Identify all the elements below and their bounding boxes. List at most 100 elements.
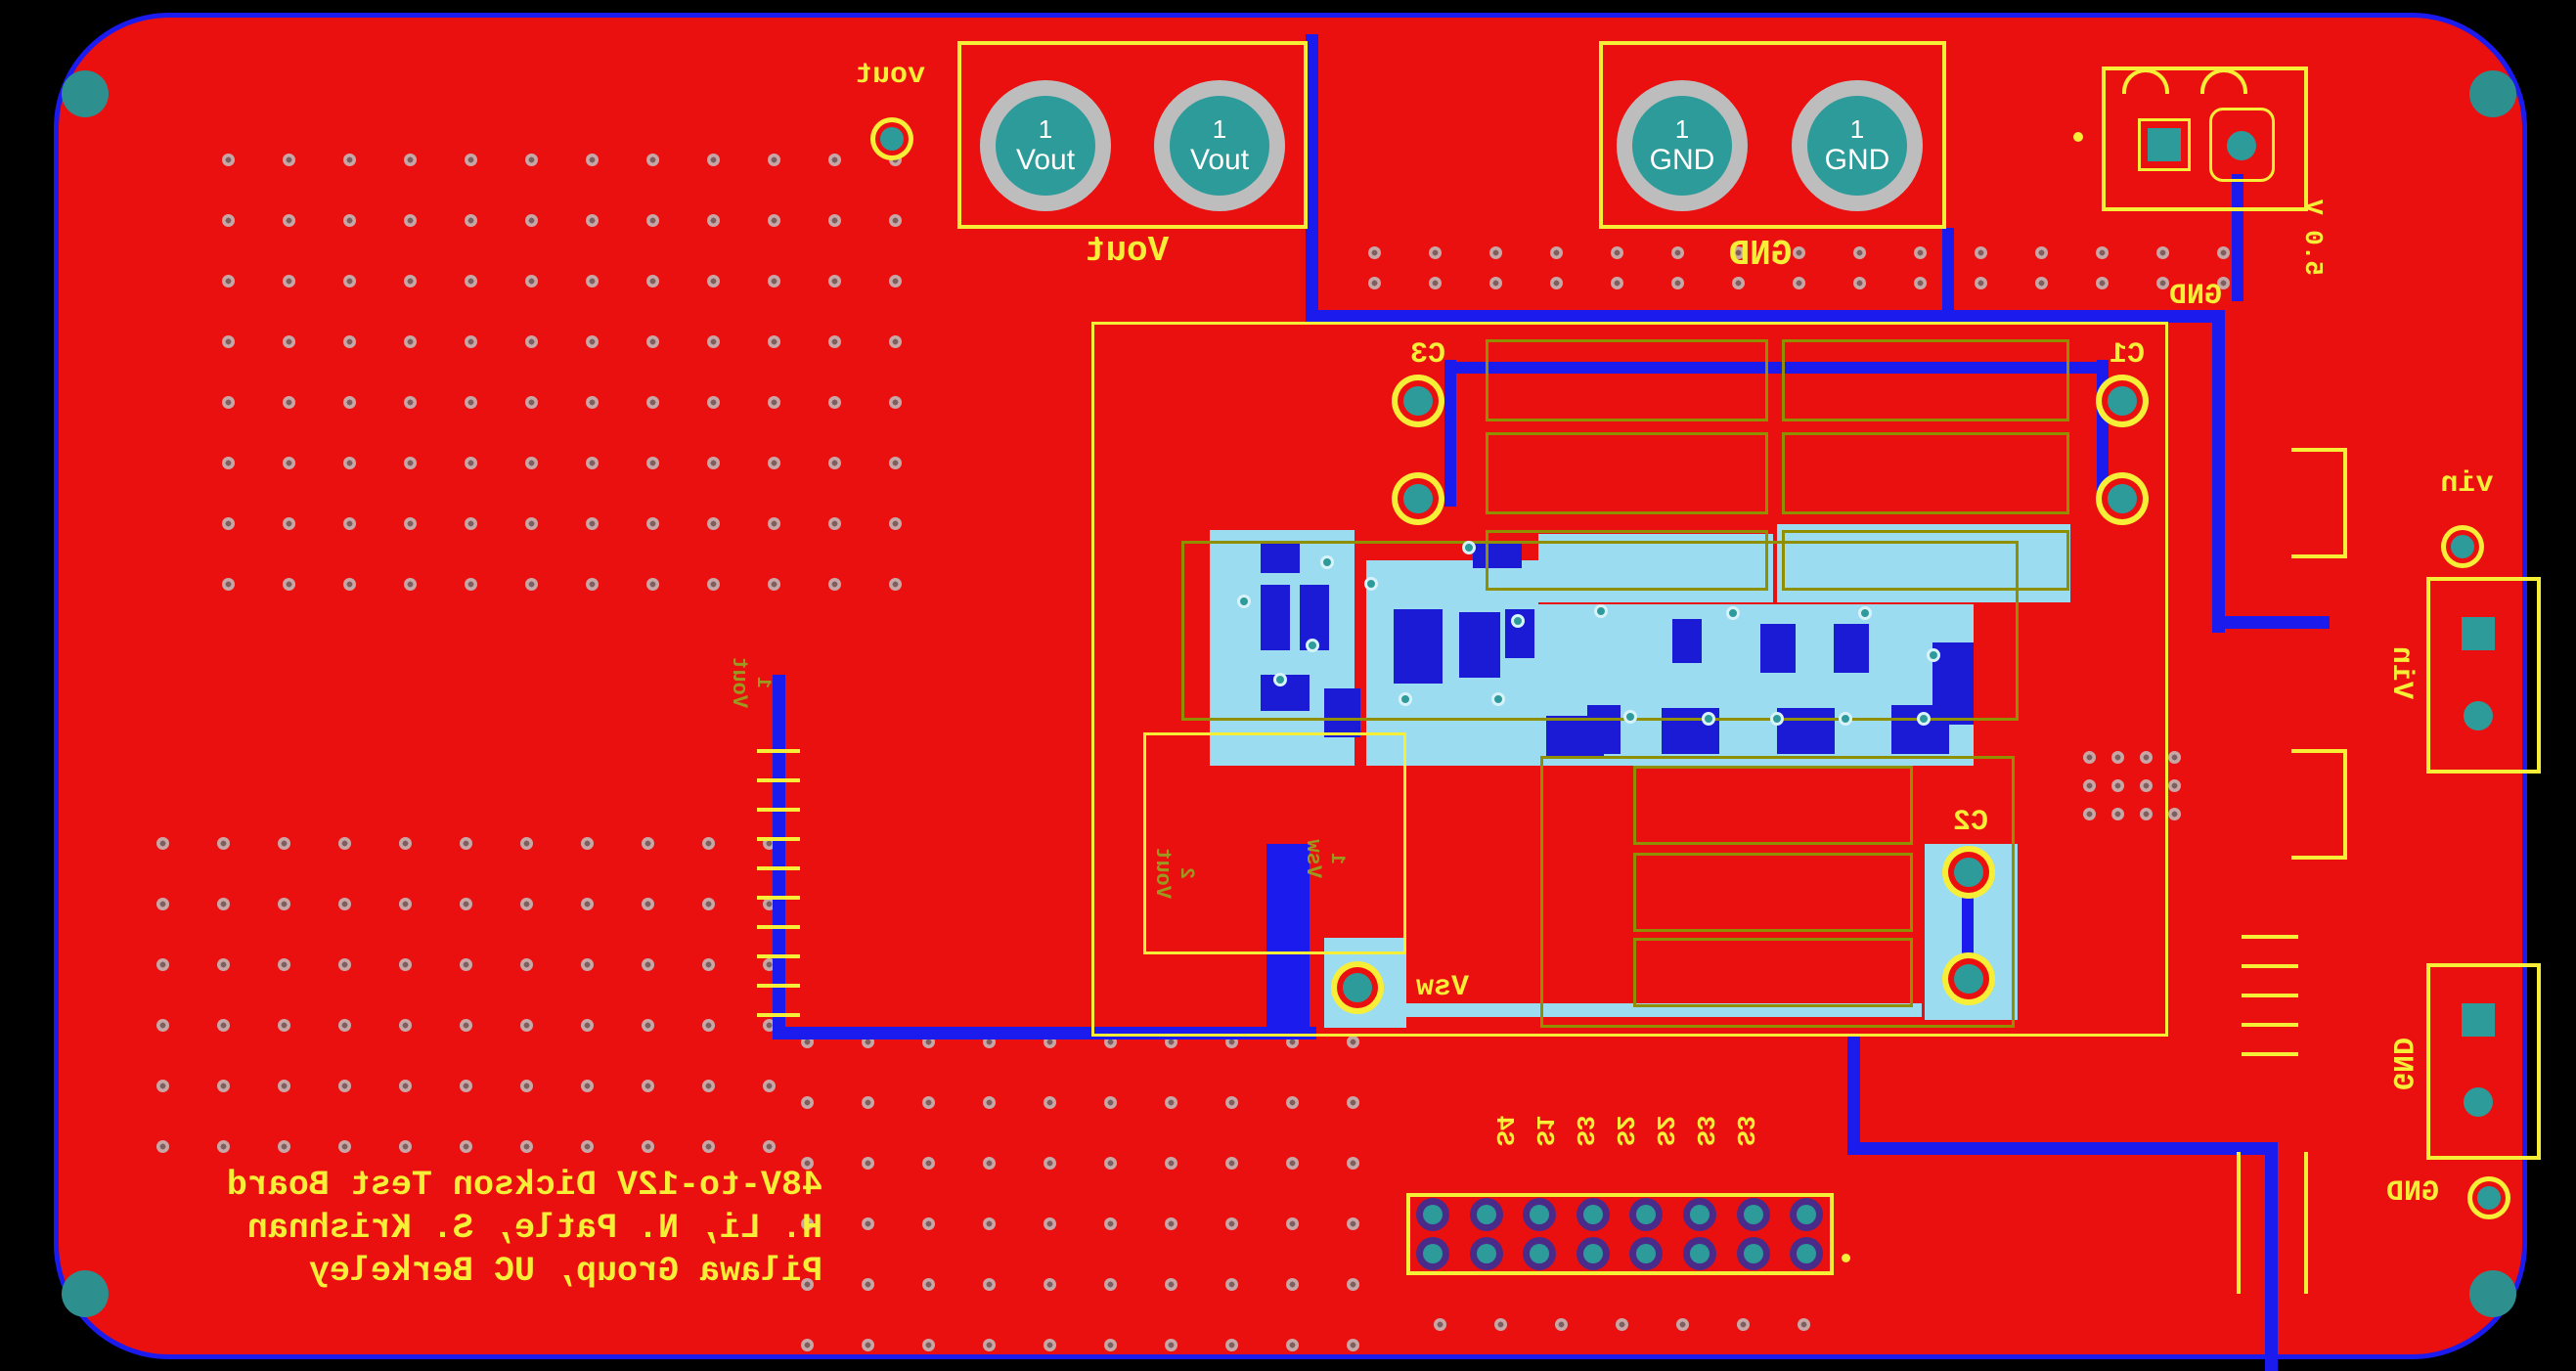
stitching-via	[156, 958, 169, 971]
net-name: Vout	[727, 656, 751, 709]
stitching-via	[1550, 246, 1563, 259]
gnd-testpoint-pad	[2477, 1186, 2501, 1210]
stitching-via	[707, 457, 720, 469]
via	[1927, 648, 1940, 662]
via	[1917, 712, 1931, 726]
stitching-via	[889, 457, 902, 469]
stitching-via	[399, 837, 412, 850]
stitching-via	[1044, 1278, 1056, 1291]
silk-line	[2242, 994, 2298, 997]
smd-component	[1834, 624, 1869, 673]
stitching-via	[465, 214, 477, 227]
vin-connector-outline	[2426, 577, 2541, 774]
stitching-via	[1489, 277, 1502, 289]
stitching-via	[642, 898, 654, 910]
header-pin	[1690, 1205, 1710, 1224]
stitching-via	[222, 396, 235, 409]
stitching-via	[1165, 1278, 1177, 1291]
vsw-refdes: Vsw	[1416, 971, 1470, 1004]
stitching-via	[2083, 751, 2096, 764]
stitching-via	[768, 517, 780, 530]
via	[1770, 712, 1784, 726]
net-pin-number: 1	[751, 677, 774, 689]
vin-connector-pad-1	[2462, 617, 2495, 650]
stitching-via	[1853, 277, 1866, 289]
trace	[1942, 228, 1954, 316]
stitching-via	[283, 457, 295, 469]
title-line-1: 48V-to-12V Dickson Test Board	[226, 1166, 822, 1205]
gnd-testpoint-label: GND	[2386, 1176, 2440, 1210]
c1-refdes: C1	[2110, 338, 2146, 372]
stitching-via	[525, 154, 538, 166]
stitching-via	[707, 214, 720, 227]
silk-dot	[1842, 1254, 1850, 1262]
header-signal-label: S2	[1610, 1115, 1639, 1146]
stitching-via	[1165, 1157, 1177, 1170]
stitching-via	[525, 214, 538, 227]
stitching-via	[278, 898, 290, 910]
stitching-via	[156, 1080, 169, 1092]
mounting-hole	[2469, 70, 2516, 117]
stitching-via	[801, 1096, 814, 1109]
stitching-via	[525, 335, 538, 348]
vin-testpoint-label: vin	[2440, 467, 2494, 501]
silk-bracket	[2291, 448, 2347, 558]
aux-pad1	[2148, 128, 2181, 161]
aux-pad2	[2227, 131, 2256, 160]
via	[1623, 710, 1637, 724]
header-signal-label: S3	[1690, 1115, 1719, 1146]
stitching-via	[828, 457, 841, 469]
stitching-via	[338, 898, 351, 910]
stitching-via	[581, 898, 594, 910]
stitching-via	[763, 1140, 776, 1153]
stitching-via	[2035, 246, 2048, 259]
stitching-via	[2111, 808, 2124, 820]
stitching-via	[586, 578, 599, 591]
capacitor-outline	[1633, 853, 1913, 932]
stitching-via	[404, 517, 417, 530]
stitching-via	[2111, 779, 2124, 792]
title-block: 48V-to-12V Dickson Test Board H. Li, N. …	[161, 1164, 822, 1293]
stitching-via	[520, 1140, 533, 1153]
stitching-via	[646, 214, 659, 227]
stitching-via	[2096, 277, 2109, 289]
via	[1462, 541, 1476, 554]
vout-terminal-pad-1: 1 Vout	[980, 80, 1111, 211]
stitching-via	[278, 1019, 290, 1032]
silk-line	[2237, 1152, 2241, 1294]
header-pin	[1636, 1205, 1657, 1224]
stitching-via	[983, 1339, 996, 1351]
stitching-via	[1044, 1217, 1056, 1230]
stitching-via	[707, 335, 720, 348]
stitching-via	[217, 1019, 230, 1032]
stitching-via	[2035, 277, 2048, 289]
courtyard	[1540, 756, 2015, 1028]
gnd-connector-pad-2	[2464, 1087, 2493, 1117]
stitching-via	[642, 958, 654, 971]
header-pin	[1423, 1244, 1443, 1263]
stitching-via	[2083, 808, 2096, 820]
pad-net: Vout	[1015, 144, 1076, 176]
pad-number: 1	[1038, 114, 1053, 144]
trace	[1847, 1142, 2278, 1155]
silk-line	[2242, 1023, 2298, 1027]
capacitor-outline	[1782, 432, 2069, 514]
capacitor-outline	[1782, 339, 2069, 421]
stitching-via	[828, 396, 841, 409]
stitching-via	[222, 214, 235, 227]
stitching-via	[278, 958, 290, 971]
gnd-terminal-pad-2-copper: 1 GND	[1807, 96, 1907, 196]
capacitor-outline	[1782, 530, 2069, 591]
stitching-via	[768, 154, 780, 166]
vout-caption: Vout	[1084, 231, 1170, 271]
stitching-via	[520, 837, 533, 850]
stitching-via	[2156, 277, 2169, 289]
smd-component	[1760, 624, 1796, 673]
stitching-via	[702, 1019, 715, 1032]
stitching-via	[2140, 751, 2153, 764]
stitching-via	[1347, 1036, 1359, 1048]
stitching-via	[465, 275, 477, 287]
stitching-via	[1347, 1278, 1359, 1291]
stitching-via	[581, 958, 594, 971]
